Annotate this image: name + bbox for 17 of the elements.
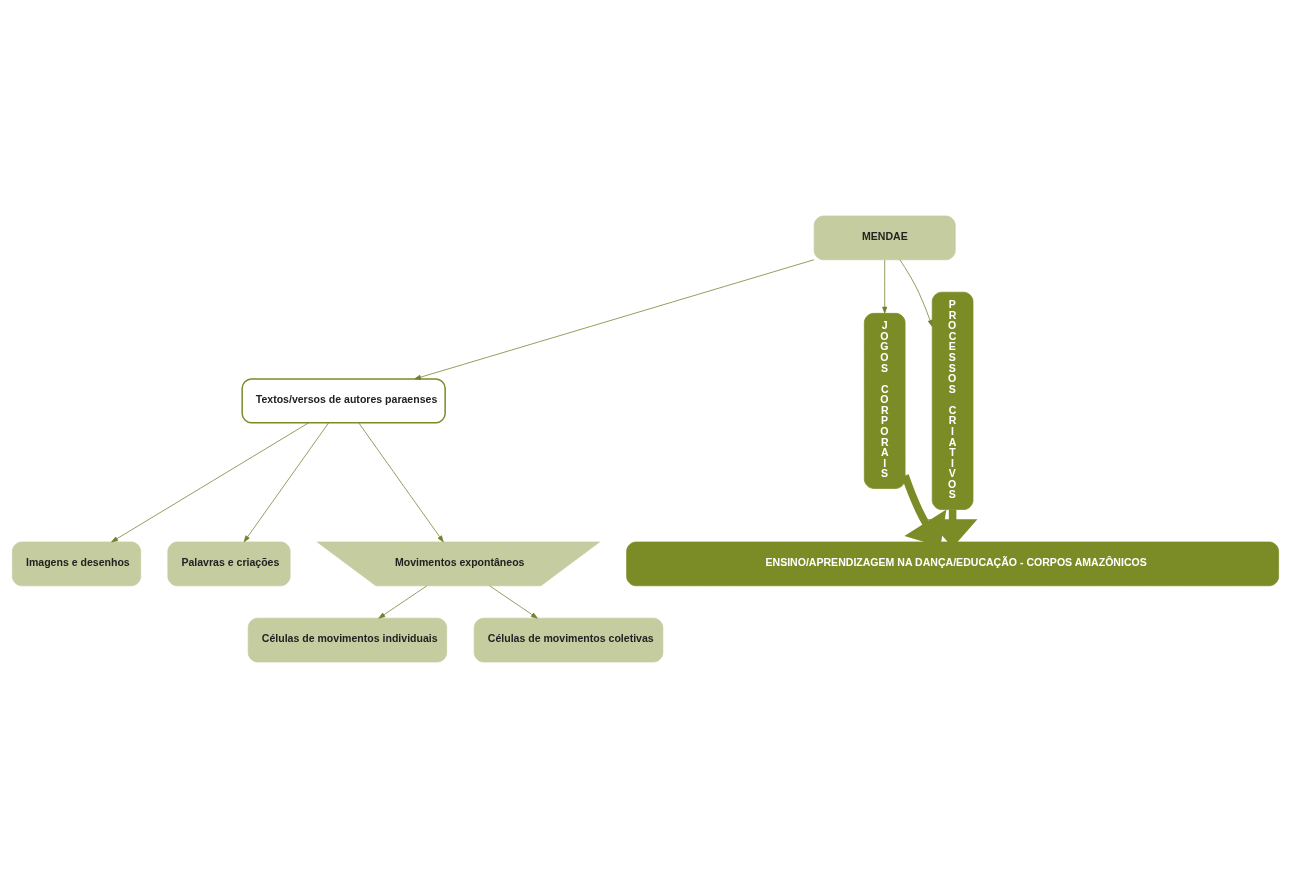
node-box: Palavras e criações xyxy=(167,541,291,587)
arrow xyxy=(243,422,329,543)
arrow xyxy=(414,259,815,380)
node-box: PROCESSOS CRIATIVOS xyxy=(931,291,974,510)
node-box: MENDAE xyxy=(813,215,956,261)
arrow xyxy=(378,585,428,619)
arrow xyxy=(899,259,933,327)
node-box: JOGOS CORPORAIS xyxy=(863,313,906,489)
arrow xyxy=(111,422,309,543)
arrow xyxy=(358,422,444,543)
node-box: Células de movimentos coletivas xyxy=(473,617,664,663)
node-box: Imagens e desenhos xyxy=(12,541,142,587)
arrow xyxy=(489,585,538,619)
node-box: ENSINO/APRENDIZAGEM NA DANÇA/EDUCAÇÃO - CORPOS AMAZÔNICOS xyxy=(626,541,1279,587)
node-box: Células de movimentos individuais xyxy=(247,617,448,663)
arrow xyxy=(882,259,888,314)
node-box: Textos/versos de autores paraenses xyxy=(241,378,446,424)
